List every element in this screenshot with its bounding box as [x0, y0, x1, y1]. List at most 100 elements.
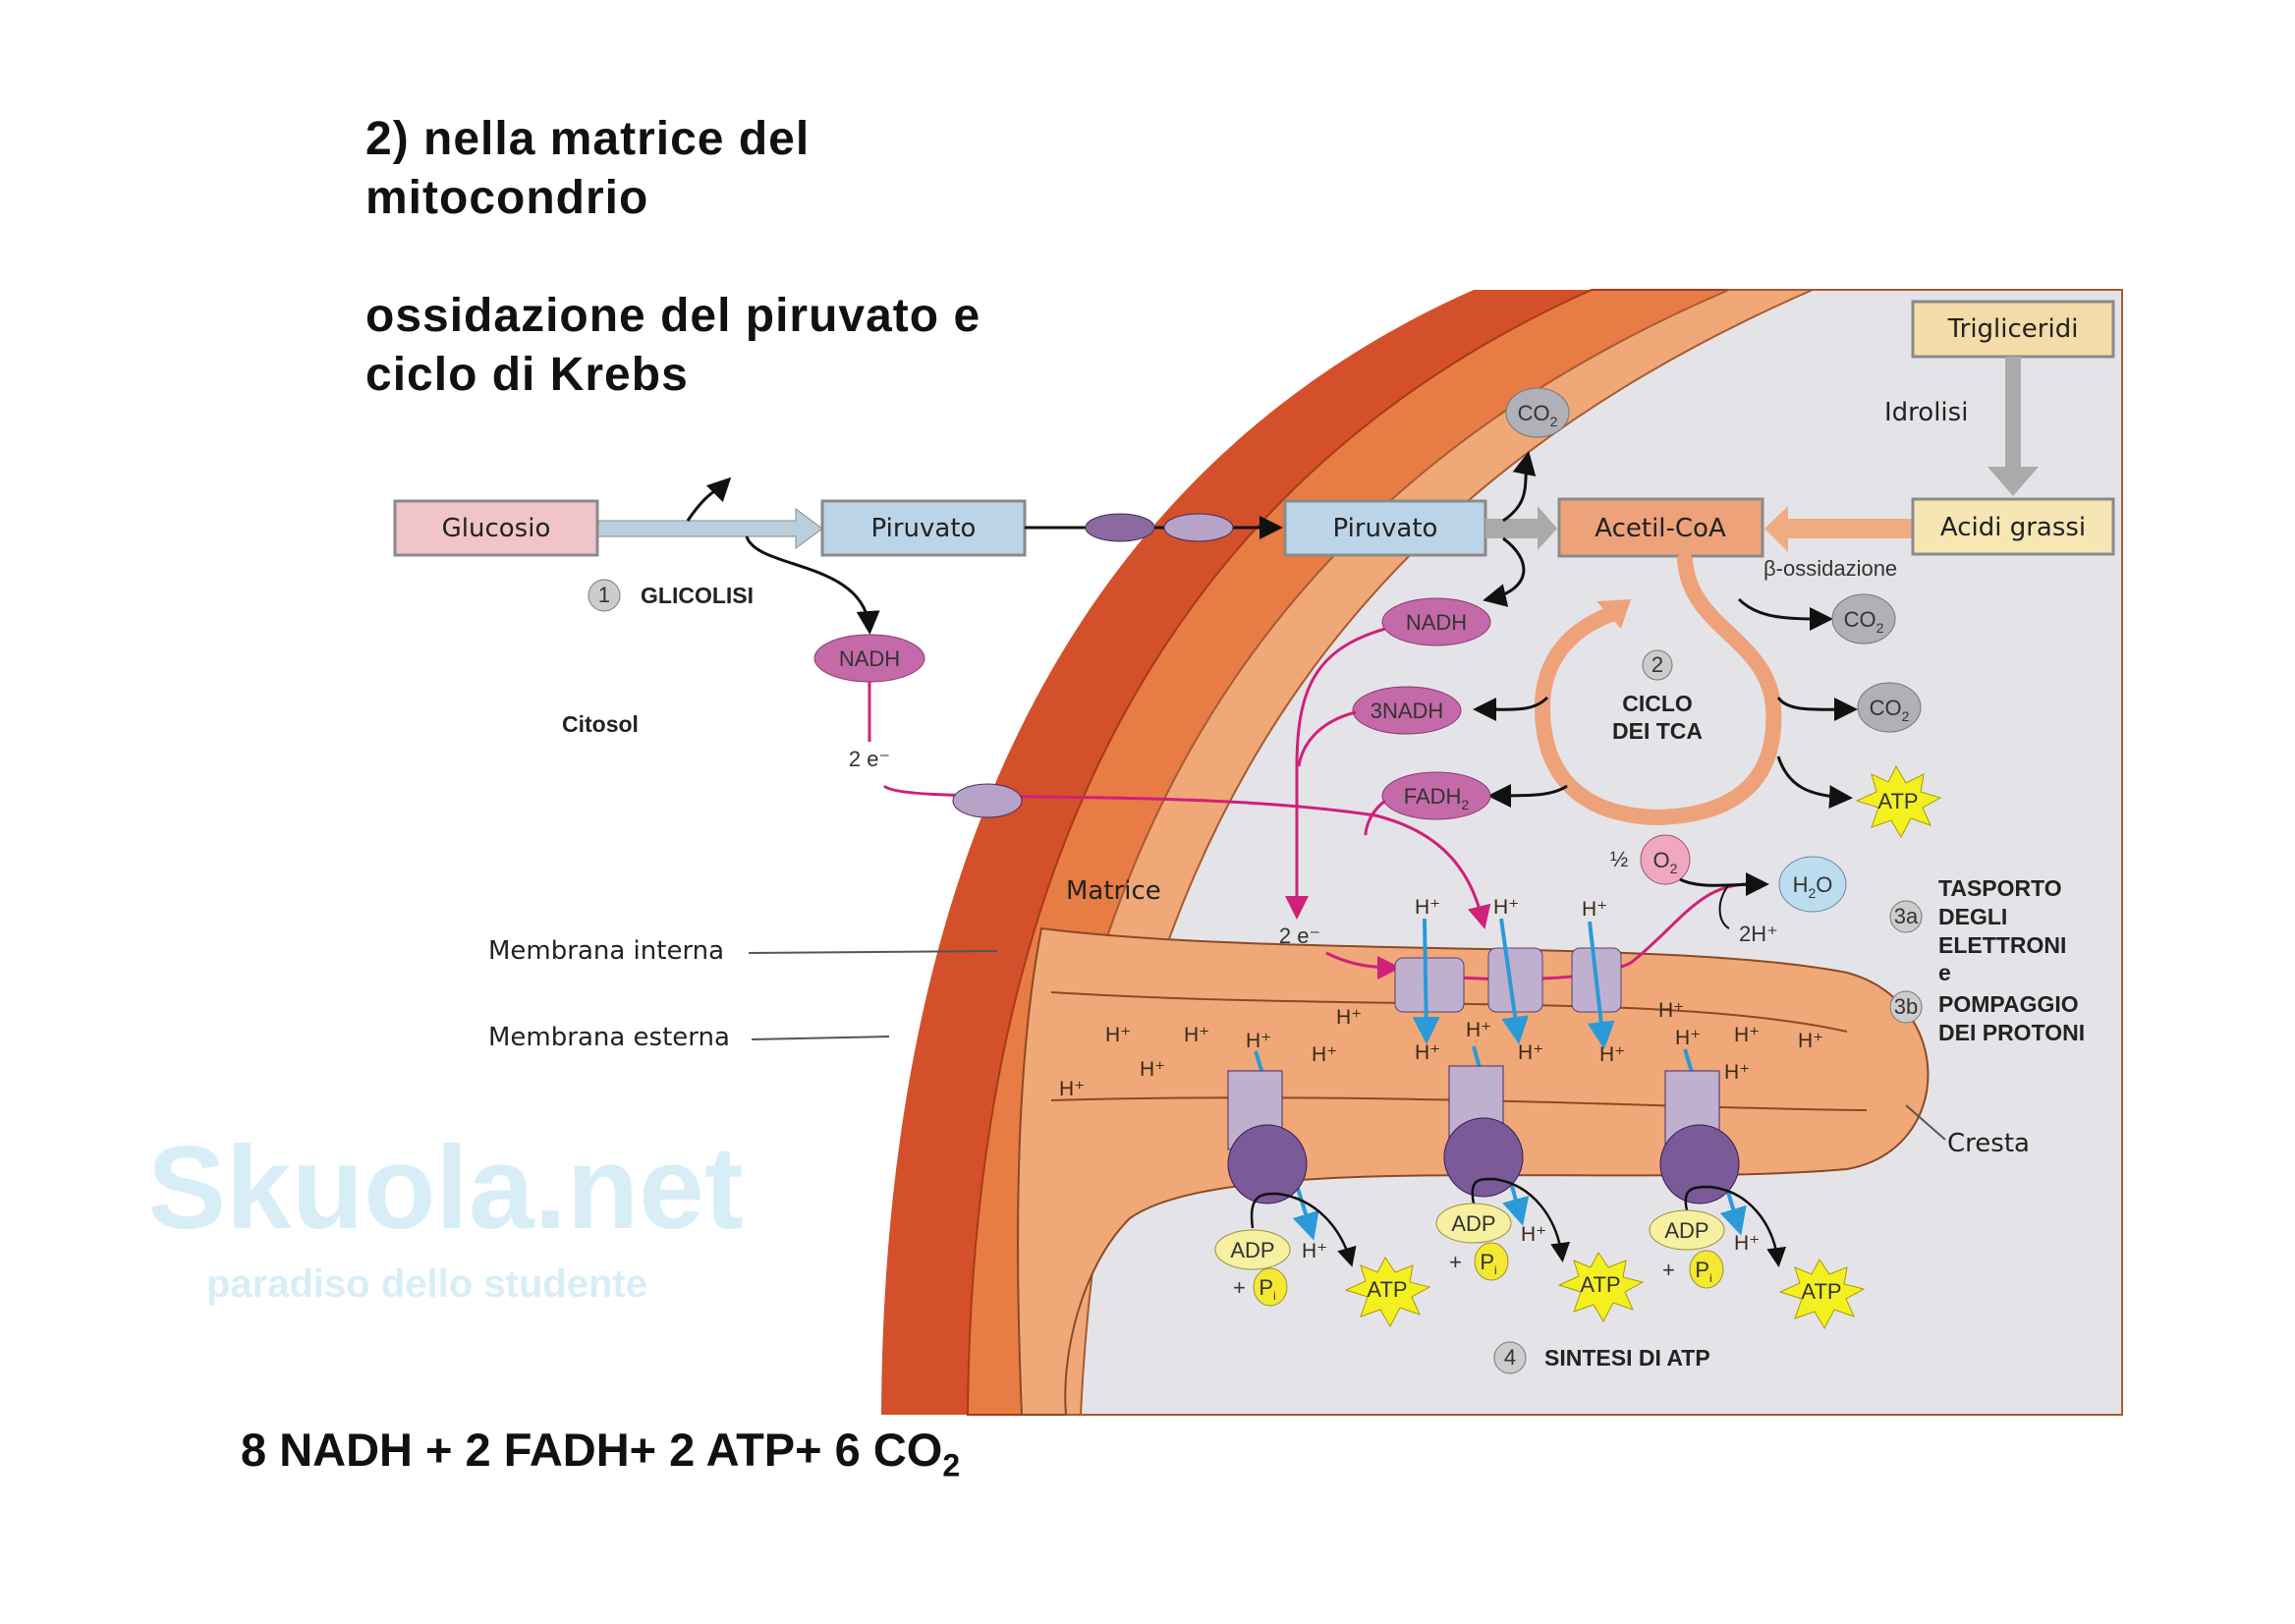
- acidi-grassi-box: [1911, 497, 2115, 556]
- beta-ossidazione-label: β-ossidazione: [1763, 556, 1897, 581]
- svg-text:Acidi grassi: Acidi grassi: [1940, 513, 2086, 542]
- svg-text:H⁺: H⁺: [1336, 1006, 1362, 1029]
- heading-location: 2) nella matrice del mitocondrio: [365, 110, 810, 228]
- svg-text:ELETTRONI: ELETTRONI: [1938, 932, 2066, 958]
- glucosio-box: [393, 499, 599, 557]
- atp-synthases: [1227, 1065, 1740, 1204]
- two-electrons-matrix: 2 e⁻: [1279, 924, 1320, 948]
- svg-text:H⁺: H⁺: [1675, 1027, 1701, 1049]
- svg-text:+: +: [1662, 1258, 1675, 1282]
- matrix-pathway: Piruvato Acetil-CoA Acidi grassi Triglic…: [1279, 300, 2115, 1013]
- two-h-label: 2H⁺: [1739, 922, 1778, 946]
- proton-labels: H⁺ H⁺ H⁺ H⁺ H⁺ H⁺ H⁺ H⁺ H⁺ H⁺ H⁺ H⁺ H⁺ H…: [1059, 896, 1823, 1262]
- svg-text:+: +: [1449, 1250, 1462, 1274]
- svg-text:CO2: CO2: [1518, 401, 1558, 429]
- piruvato-label: Piruvato: [871, 514, 977, 543]
- svg-text:Piruvato: Piruvato: [1333, 514, 1438, 543]
- svg-text:H⁺: H⁺: [1658, 999, 1684, 1022]
- half-label: ½: [1610, 847, 1628, 871]
- svg-text:CO2: CO2: [1870, 696, 1910, 724]
- svg-text:ADP: ADP: [1664, 1218, 1708, 1243]
- svg-text:H⁺: H⁺: [1724, 1061, 1750, 1084]
- membrana-interna-label: Membrana interna: [488, 936, 724, 966]
- two-electrons-cytosol: 2 e⁻: [849, 747, 890, 771]
- h2o-label: H2O: [1793, 872, 1833, 901]
- piruvato-box-matrix: [1283, 499, 1487, 557]
- co2-right-2: CO2: [1857, 682, 1922, 733]
- svg-text:ATP: ATP: [1580, 1272, 1620, 1297]
- mitochondrion-membranes: [881, 289, 2123, 1416]
- piruvato-box-cytosol: [820, 499, 1027, 557]
- svg-text:H⁺: H⁺: [1140, 1058, 1165, 1081]
- svg-text:H⁺: H⁺: [1415, 1041, 1440, 1064]
- svg-text:H⁺: H⁺: [1302, 1240, 1327, 1262]
- glucosio-label: Glucosio: [442, 514, 551, 543]
- svg-text:ADP: ADP: [1451, 1211, 1495, 1236]
- svg-text:H⁺: H⁺: [1059, 1078, 1085, 1100]
- watermark-tagline: paradiso dello studente: [206, 1262, 647, 1306]
- svg-text:4: 4: [1504, 1345, 1516, 1370]
- step1-circle: [588, 579, 621, 612]
- svg-text:Trigliceridi: Trigliceridi: [1947, 314, 2079, 344]
- atp-star-tca: ATP: [1855, 764, 1942, 839]
- svg-text:H⁺: H⁺: [1246, 1030, 1271, 1052]
- matrice-label: Matrice: [1066, 876, 1161, 906]
- atp-synthesis-products: ADP + Pi ATP ADP + Pi ATP ADP + Pi ATP: [1214, 1177, 1866, 1330]
- svg-text:H⁺: H⁺: [1105, 1024, 1131, 1046]
- svg-text:Pi: Pi: [1695, 1258, 1711, 1285]
- atp-synthase: [1227, 1070, 1308, 1204]
- svg-text:e: e: [1938, 960, 1951, 985]
- svg-text:Pi: Pi: [1259, 1275, 1275, 1303]
- svg-text:H⁺: H⁺: [1415, 896, 1440, 919]
- svg-text:H⁺: H⁺: [1734, 1024, 1760, 1046]
- svg-text:ADP: ADP: [1230, 1238, 1274, 1262]
- svg-text:3a: 3a: [1894, 904, 1919, 928]
- svg-text:H⁺: H⁺: [1599, 1043, 1625, 1066]
- cresta-label: Cresta: [1947, 1129, 2030, 1158]
- svg-text:CO2: CO2: [1844, 607, 1884, 636]
- svg-text:ATP: ATP: [1801, 1279, 1841, 1304]
- heading-line: ossidazione del piruvato e: [365, 290, 981, 342]
- svg-text:Acetil-CoA: Acetil-CoA: [1595, 514, 1726, 543]
- glicolisi-label: GLICOLISI: [641, 583, 754, 608]
- tca-cycle-arrow: [1534, 552, 1782, 826]
- trigliceridi-box: [1911, 300, 2115, 359]
- svg-text:3b: 3b: [1894, 994, 1918, 1019]
- svg-text:H⁺: H⁺: [1493, 896, 1519, 919]
- nadh-cytosol: NADH: [839, 646, 900, 671]
- sintesi-atp-label: SINTESI DI ATP: [1544, 1345, 1710, 1371]
- watermark-brand: Skuola.net: [147, 1122, 744, 1254]
- svg-text:DEI PROTONI: DEI PROTONI: [1938, 1020, 2085, 1045]
- nadh3-matrix: 3NADH: [1371, 699, 1444, 723]
- heading-line: ciclo di Krebs: [365, 349, 689, 401]
- svg-text:H⁺: H⁺: [1521, 1223, 1546, 1246]
- idrolisi-label: Idrolisi: [1884, 398, 1968, 427]
- glycolysis-row: Glucosio Piruvato 1 GLICOLISI NADH 2 e⁻ …: [393, 476, 1483, 924]
- svg-text:+: +: [1233, 1275, 1246, 1300]
- ciclo-label-2: DEI TCA: [1612, 718, 1703, 744]
- o2-label: O2: [1653, 848, 1678, 876]
- atp-synthase: [1659, 1070, 1740, 1204]
- svg-text:H⁺: H⁺: [1798, 1030, 1823, 1052]
- equation-subscript: 2: [942, 1447, 961, 1484]
- svg-text:H⁺: H⁺: [1582, 898, 1607, 921]
- acetil-coa-box: [1557, 497, 1764, 558]
- svg-text:ATP: ATP: [1877, 789, 1918, 813]
- citosol-label: Citosol: [562, 711, 639, 737]
- fadh2-matrix: FADH2: [1404, 784, 1470, 812]
- nadh-matrix: NADH: [1406, 610, 1467, 635]
- co2-right-1: CO2: [1831, 593, 1896, 644]
- svg-text:DEGLI: DEGLI: [1938, 904, 2007, 929]
- svg-text:TASPORTO: TASPORTO: [1938, 875, 2062, 901]
- svg-text:ATP: ATP: [1367, 1277, 1407, 1302]
- svg-text:H⁺: H⁺: [1312, 1043, 1337, 1066]
- atp-synthase: [1443, 1065, 1524, 1198]
- svg-text:H⁺: H⁺: [1466, 1019, 1491, 1041]
- membrana-esterna-label: Membrana esterna: [488, 1023, 730, 1052]
- side-labels: Matrice Membrana interna Membrana estern…: [488, 875, 2085, 1374]
- svg-text:Pi: Pi: [1480, 1250, 1496, 1277]
- svg-text:POMPAGGIO: POMPAGGIO: [1938, 991, 2079, 1017]
- equation-text: 8 NADH + 2 FADH+ 2 ATP+ 6 CO: [241, 1424, 943, 1476]
- heading-process: ossidazione del piruvato e ciclo di Kreb…: [365, 287, 980, 405]
